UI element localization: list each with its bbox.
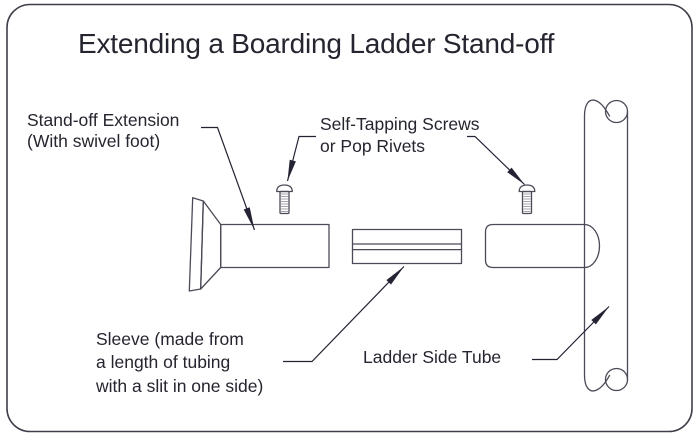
label-fasteners: Self-Tapping Screws or Pop Rivets [320,114,480,157]
solid-arrowhead-icon [507,167,525,185]
label-standoff-extension-line1: Stand-off Extension [27,110,180,130]
leader-sleeve [283,266,405,363]
screw-icon [518,184,536,215]
label-sleeve: Sleeve (made from a length of tubing wit… [96,328,263,398]
existing-standoff-shape [484,223,601,269]
solid-arrowhead-icon [591,306,609,325]
sleeve-shape [351,228,463,265]
label-sleeve-line1: Sleeve (made from [96,329,244,349]
screw-threads [523,193,531,212]
label-ladder-side-tube: Ladder Side Tube [363,347,502,367]
label-standoff-extension-line2: (With swivel foot) [27,130,161,151]
label-fasteners-line1: Self-Tapping Screws [320,114,480,134]
label-standoff-extension: Stand-off Extension (With swivel foot) [27,110,179,151]
solid-arrowhead-icon [243,207,255,230]
screw-icon [276,184,293,215]
tube-break-top-icon [604,99,629,124]
solid-arrowhead-icon [287,159,296,181]
extension-body-shape [220,223,330,269]
diagram-border [6,3,693,433]
leader-ladder-tube [532,306,610,361]
page-title: Extending a Boarding Ladder Stand-off [78,28,555,59]
label-sleeve-line2: a length of tubing [96,352,231,373]
label-sleeve-line3: with a slit in one side) [96,375,264,396]
swivel-foot-cone-shape [200,200,222,290]
standoff-end-bulge [583,223,601,269]
screw-threads [280,193,289,212]
leader-standoff-extension [201,126,256,231]
leader-screw-left [286,135,316,182]
solid-arrowhead-icon [386,266,404,285]
tube-break-bottom-icon [604,367,629,392]
leader-screw-right [467,135,525,185]
label-fasteners-line2: or Pop Rivets [320,135,426,156]
ladder-tube-shape [583,99,629,392]
